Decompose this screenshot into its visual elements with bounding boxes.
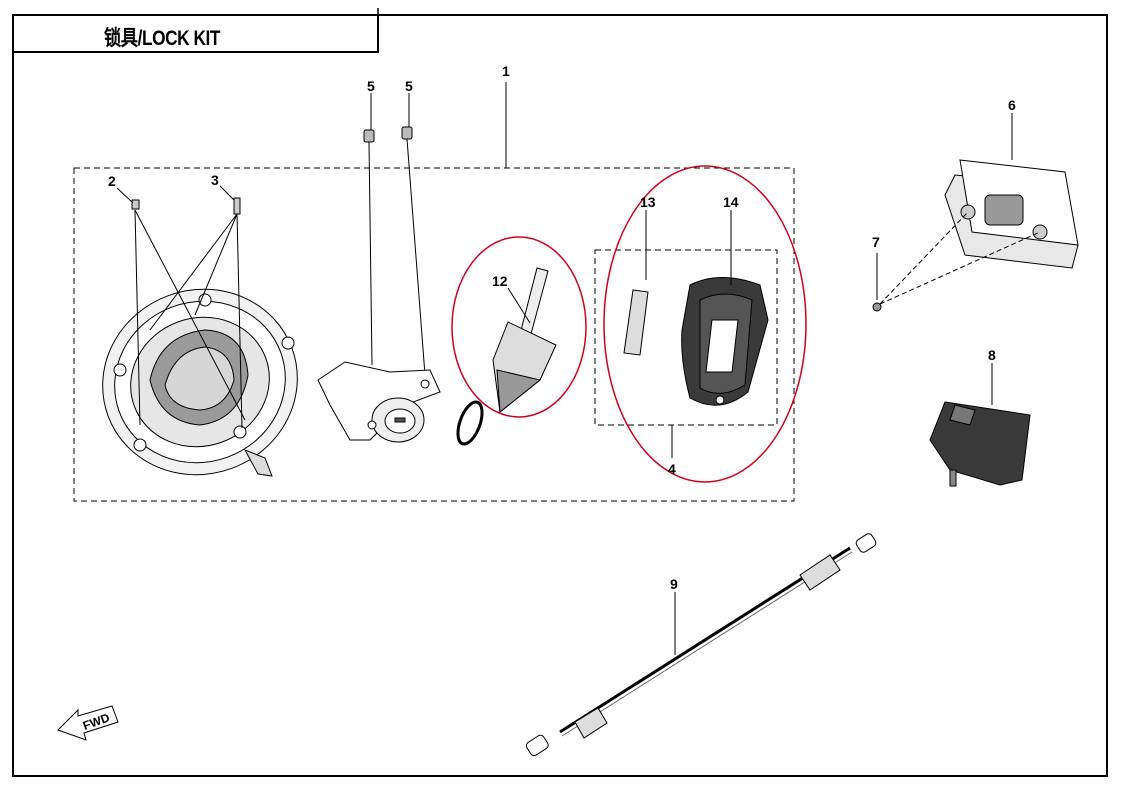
callout-7: 7 — [872, 234, 880, 250]
callout-8: 8 — [988, 347, 996, 363]
callout-12: 12 — [492, 273, 508, 289]
cable-9-part — [525, 533, 877, 757]
title-box: 锁具/LOCK KIT — [12, 14, 379, 53]
remote-fob-14-part — [681, 277, 769, 406]
callout-14: 14 — [723, 194, 739, 210]
callout-1: 1 — [502, 63, 510, 79]
callout-6: 6 — [1008, 97, 1016, 113]
highlight-remote-4 — [603, 165, 807, 483]
key-12-part — [492, 267, 557, 413]
assembly-1-box — [73, 167, 795, 502]
nut-5-part-a — [363, 129, 375, 143]
o-ring-part — [456, 400, 484, 446]
callout-labels: 1 2 3 4 5 5 6 7 8 9 12 13 14 — [108, 63, 1016, 592]
callout-9: 9 — [670, 576, 678, 592]
ignition-switch-part — [317, 361, 441, 443]
screw-3-part — [233, 197, 241, 215]
highlight-key-12 — [451, 236, 587, 418]
drawing-frame — [12, 14, 1108, 777]
screw-2-part — [131, 199, 140, 210]
fwd-arrow-icon: FWD — [57, 705, 119, 741]
page-title: 锁具/LOCK KIT — [104, 27, 221, 50]
relay-module-8-part — [929, 401, 1031, 487]
callout-5b: 5 — [405, 78, 413, 94]
assembly-4-box — [594, 249, 778, 426]
fuel-cap-lock-part — [102, 288, 298, 477]
screw-7-part — [872, 302, 882, 312]
callout-3: 3 — [211, 172, 219, 188]
key-blade-13-part — [623, 289, 649, 356]
callout-13: 13 — [640, 194, 656, 210]
callout-4: 4 — [668, 461, 676, 477]
nut-5-part-b — [401, 126, 413, 140]
callout-2: 2 — [108, 173, 116, 189]
callout-5a: 5 — [367, 78, 375, 94]
control-module-6-part — [944, 159, 1079, 269]
